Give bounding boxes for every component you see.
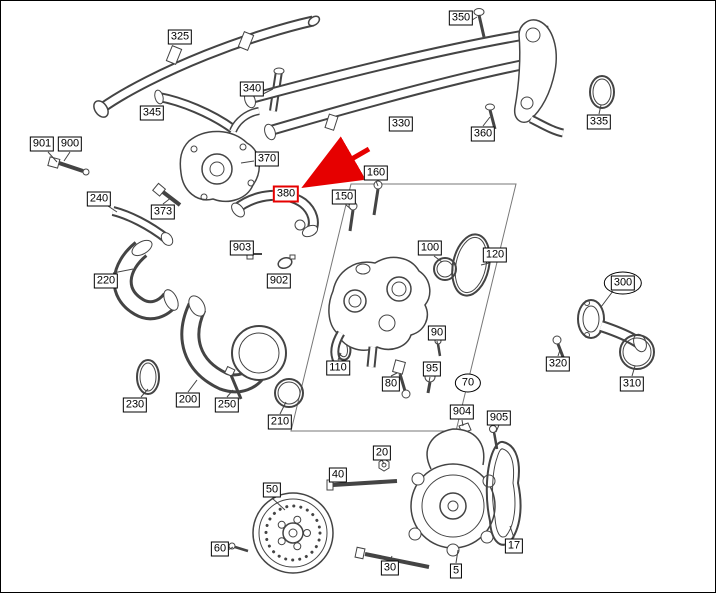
part-label-320[interactable]: 320 xyxy=(545,356,571,372)
part-label-50[interactable]: 50 xyxy=(262,482,282,498)
part-label-250[interactable]: 250 xyxy=(214,397,240,413)
part-label-110[interactable]: 110 xyxy=(326,360,350,376)
pump-5-drawing xyxy=(408,428,496,557)
seal-210-drawing xyxy=(274,378,304,408)
part-label-80[interactable]: 80 xyxy=(381,376,401,392)
part-label-340[interactable]: 340 xyxy=(239,81,265,97)
part-label-335[interactable]: 335 xyxy=(586,114,612,130)
part-label-100[interactable]: 100 xyxy=(417,240,443,256)
part-label-905[interactable]: 905 xyxy=(486,410,512,426)
hose-240-drawing xyxy=(111,206,174,246)
part-label-150[interactable]: 150 xyxy=(331,189,357,205)
part-label-373[interactable]: 373 xyxy=(150,204,176,220)
part-label-210[interactable]: 210 xyxy=(267,414,293,430)
part-label-20[interactable]: 20 xyxy=(372,445,392,461)
pipe-300-drawing xyxy=(577,299,647,353)
part-label-350[interactable]: 350 xyxy=(448,10,474,26)
highlight-arrow-line xyxy=(301,136,371,188)
part-label-310[interactable]: 310 xyxy=(619,376,645,392)
part-label-220[interactable]: 220 xyxy=(93,273,119,289)
bolt-250-drawing xyxy=(224,365,243,400)
part-label-345[interactable]: 345 xyxy=(139,105,165,121)
part-label-370[interactable]: 370 xyxy=(254,151,280,167)
part-label-90[interactable]: 90 xyxy=(427,325,447,341)
clamp-902-drawing xyxy=(277,254,296,270)
part-label-230[interactable]: 230 xyxy=(122,397,148,413)
part-label-200[interactable]: 200 xyxy=(175,392,201,408)
sensor-373-drawing xyxy=(152,182,182,207)
part-label-240[interactable]: 240 xyxy=(86,191,112,207)
part-label-900[interactable]: 900 xyxy=(57,136,83,152)
part-label-30[interactable]: 30 xyxy=(380,560,400,576)
part-label-325[interactable]: 325 xyxy=(167,29,193,45)
part-label-40[interactable]: 40 xyxy=(328,467,348,483)
manifold-drawing xyxy=(328,256,431,368)
bracket-360-drawing xyxy=(513,19,565,138)
pipe-200-drawing xyxy=(180,295,287,394)
leader-lines xyxy=(47,16,636,564)
gasket-17-drawing xyxy=(485,440,522,546)
seal-230-drawing xyxy=(136,359,160,395)
pipe-325-drawing xyxy=(93,15,321,118)
pulley-50-drawing xyxy=(252,492,334,574)
bolt-360-drawing xyxy=(485,103,497,130)
part-label-904[interactable]: 904 xyxy=(449,404,475,420)
part-label-5[interactable]: 5 xyxy=(449,563,463,579)
hose-345-drawing xyxy=(154,89,236,134)
part-label-17[interactable]: 17 xyxy=(504,538,524,554)
bolt-60-drawing xyxy=(228,542,249,553)
part-label-160[interactable]: 160 xyxy=(363,165,389,181)
nut-20-drawing xyxy=(378,458,390,472)
gasket-120-drawing xyxy=(451,233,491,297)
part-label-380[interactable]: 380 xyxy=(272,185,300,203)
part-label-60[interactable]: 60 xyxy=(210,541,230,557)
part-label-360[interactable]: 360 xyxy=(470,126,496,142)
valve-80-drawing xyxy=(392,359,411,399)
part-label-95[interactable]: 95 xyxy=(422,361,442,377)
seal-310-drawing xyxy=(619,334,655,370)
part-label-330[interactable]: 330 xyxy=(388,116,414,132)
bolt-350-drawing xyxy=(473,8,486,38)
part-label-120[interactable]: 120 xyxy=(482,247,508,263)
hose-220-drawing xyxy=(112,239,179,321)
part-label-70[interactable]: 70 xyxy=(454,373,482,393)
part-label-902[interactable]: 902 xyxy=(266,273,292,289)
part-label-901[interactable]: 901 xyxy=(29,136,55,152)
part-label-903[interactable]: 903 xyxy=(229,240,255,256)
thermostat-370-drawing xyxy=(179,107,260,203)
highlight-arrow xyxy=(301,136,371,188)
sensor-900-901-drawing xyxy=(47,156,90,176)
part-label-300[interactable]: 300 xyxy=(603,271,643,295)
seal-335-drawing xyxy=(589,75,615,109)
pipe-380-drawing xyxy=(231,189,319,238)
bolt-320-drawing xyxy=(552,335,565,358)
part-label-300-text: 300 xyxy=(610,275,636,291)
